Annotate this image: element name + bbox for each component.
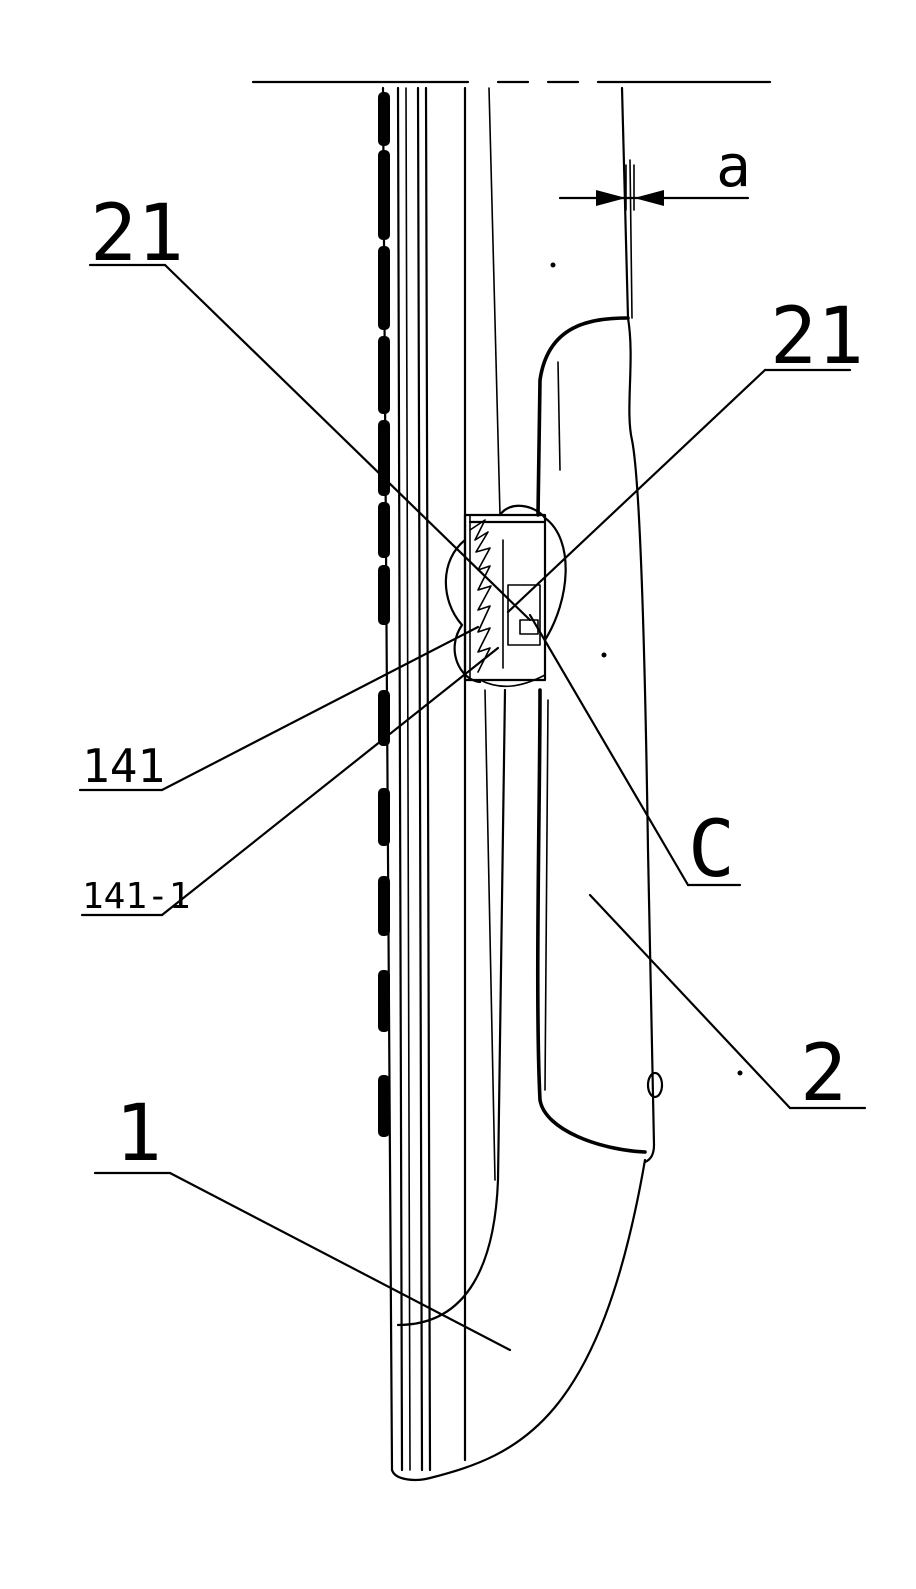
- label-21-left: 21: [90, 189, 184, 279]
- button-keys: [378, 92, 390, 1137]
- label-2: 2: [800, 1029, 847, 1119]
- label-1: 1: [115, 1089, 162, 1179]
- label-a: a: [716, 132, 751, 200]
- label-141-1: 141-1: [82, 876, 190, 917]
- part-2-cover: [538, 88, 743, 1162]
- label-21-right: 21: [770, 292, 864, 382]
- part-1-body: [383, 88, 645, 1480]
- label-141: 141: [82, 739, 165, 793]
- leader-lines: [80, 265, 865, 1350]
- label-c: C: [688, 805, 735, 895]
